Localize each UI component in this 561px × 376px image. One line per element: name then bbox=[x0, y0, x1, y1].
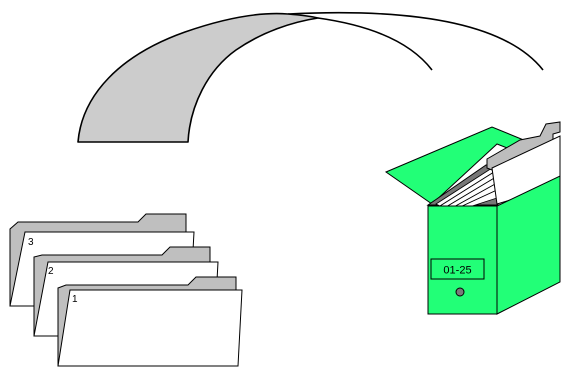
folder-stack: 3 2 1 bbox=[10, 214, 242, 366]
folder-1-front bbox=[58, 290, 242, 366]
archive-box-label: 01-25 bbox=[443, 265, 471, 277]
transfer-arc-outer-line bbox=[288, 13, 543, 70]
transfer-arc bbox=[78, 13, 543, 142]
archive-box: 01-25 bbox=[386, 122, 560, 314]
folder-1: 1 bbox=[58, 277, 242, 366]
transfer-arc-band bbox=[78, 14, 318, 142]
folder-1-label: 1 bbox=[72, 294, 78, 305]
archive-box-finger-hole bbox=[456, 288, 464, 296]
folder-3-label: 3 bbox=[28, 237, 34, 248]
transfer-arc-inner-line bbox=[318, 18, 432, 70]
folder-2-label: 2 bbox=[48, 266, 54, 277]
